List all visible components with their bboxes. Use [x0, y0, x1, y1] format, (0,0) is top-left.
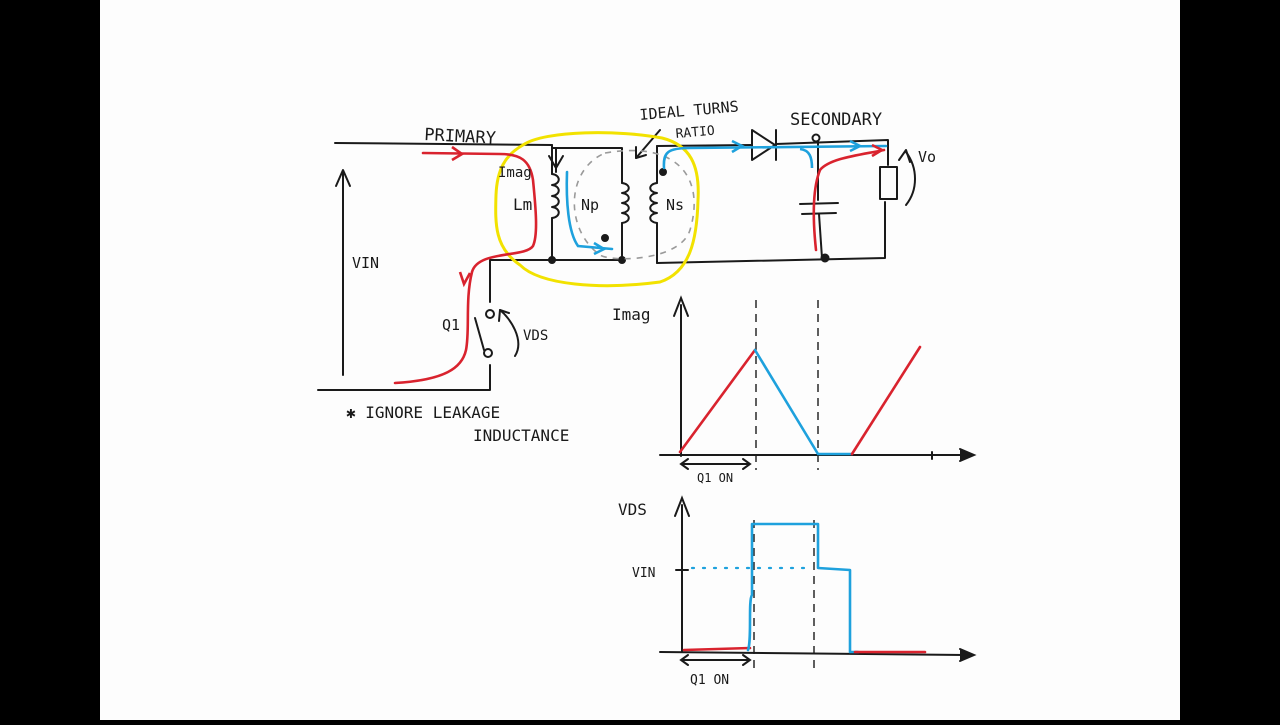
imag-ramp-up-2 [850, 345, 922, 456]
node-bottom [820, 253, 830, 263]
graph-vds: VDS VIN Q1 ON [618, 495, 977, 688]
output-current-arrow [871, 143, 885, 158]
imag-ylabel: Imag [612, 305, 651, 324]
imag-arrow [548, 147, 564, 173]
node-np-bottom [618, 256, 626, 264]
vds-y-arrowhead [674, 495, 690, 517]
ideal-ratio-leader [635, 129, 661, 159]
note-line-1: ✱ IGNORE LEAKAGE [346, 403, 500, 422]
secondary-current-arrow-1 [731, 139, 745, 154]
primary-current-arrow-top [451, 145, 465, 162]
vds-curve-arrow [499, 309, 520, 357]
vds-label: VDS [523, 328, 548, 344]
np-dot [601, 234, 609, 242]
q1-bottom-contact [483, 348, 493, 358]
q1-top-contact [485, 309, 495, 319]
np-frame [551, 147, 623, 184]
secondary-top-rail [656, 144, 753, 147]
primary-bottom-rail [317, 364, 491, 391]
np-label: Np [581, 196, 599, 214]
note-line-2: INDUCTANCE [473, 426, 569, 445]
imag-interval-arrow [679, 458, 752, 470]
ns-dot [659, 168, 667, 176]
vds-x-arrowhead [959, 648, 977, 662]
paper [100, 0, 1180, 720]
left-border [0, 0, 100, 720]
secondary-current-branch [799, 147, 814, 169]
secondary-after-diode [775, 139, 889, 166]
q1-blade [474, 317, 485, 351]
vds-low-on [682, 646, 752, 652]
vds-curve-arrow-head [498, 309, 510, 322]
q1-label: Q1 [442, 316, 460, 334]
vo-arrow-head [898, 149, 911, 163]
circuit-labels: PRIMARY SECONDARY IDEAL TURNS RATIO VIN … [346, 97, 936, 445]
primary-label: PRIMARY [424, 125, 497, 149]
imag-ramp-down [753, 348, 854, 456]
vin-arrow-head [335, 169, 351, 187]
secondary-current-path [662, 144, 888, 170]
np-coil [621, 182, 630, 224]
vo-label: Vo [918, 148, 936, 166]
circuit [317, 129, 916, 391]
ns-label: Ns [666, 196, 684, 214]
node-top [811, 133, 821, 143]
primary-top-rail [334, 142, 553, 146]
vin-label: VIN [352, 254, 379, 272]
vds-interval-label: Q1 ON [690, 673, 729, 688]
core-dashed [573, 149, 695, 260]
ideal-ratio-leader-head [635, 146, 647, 159]
cap-wire-bottom [818, 213, 823, 259]
lm-coil [551, 173, 560, 219]
transformer-highlight [494, 131, 700, 288]
imag-ramp-up [678, 348, 757, 454]
vds-level-label: VIN [632, 566, 655, 581]
load-resistor [879, 166, 898, 200]
secondary-bottom-rail [656, 201, 886, 264]
diode-body [751, 129, 776, 161]
lm-label: Lm [513, 195, 532, 214]
magnetizing-current-arrow [593, 241, 607, 256]
primary-return [489, 259, 553, 303]
secondary-current-arrow-2 [849, 139, 863, 153]
vds-x-axis [659, 651, 966, 656]
imag-label: Imag [498, 165, 532, 181]
imag-interval-label: Q1 ON [697, 471, 733, 485]
output-current-path [812, 148, 886, 252]
secondary-label: SECONDARY [790, 110, 882, 130]
ideal-turns-label-2: RATIO [675, 124, 715, 142]
vds-ylabel: VDS [618, 500, 647, 519]
imag-y-arrowhead [673, 295, 689, 317]
vds-waveform [746, 522, 860, 654]
ns-coil [649, 182, 658, 224]
cap-plate-top [799, 202, 839, 205]
imag-x-arrowhead [959, 448, 977, 462]
vds-interval-arrow [679, 654, 752, 666]
graph-imag: Imag Q1 ON [612, 295, 977, 485]
node-lm-bottom [548, 256, 556, 264]
magnetizing-current-path [565, 170, 614, 251]
primary-current-path [393, 151, 538, 385]
primary-current-arrow-down [458, 271, 472, 288]
right-border [1180, 0, 1280, 720]
